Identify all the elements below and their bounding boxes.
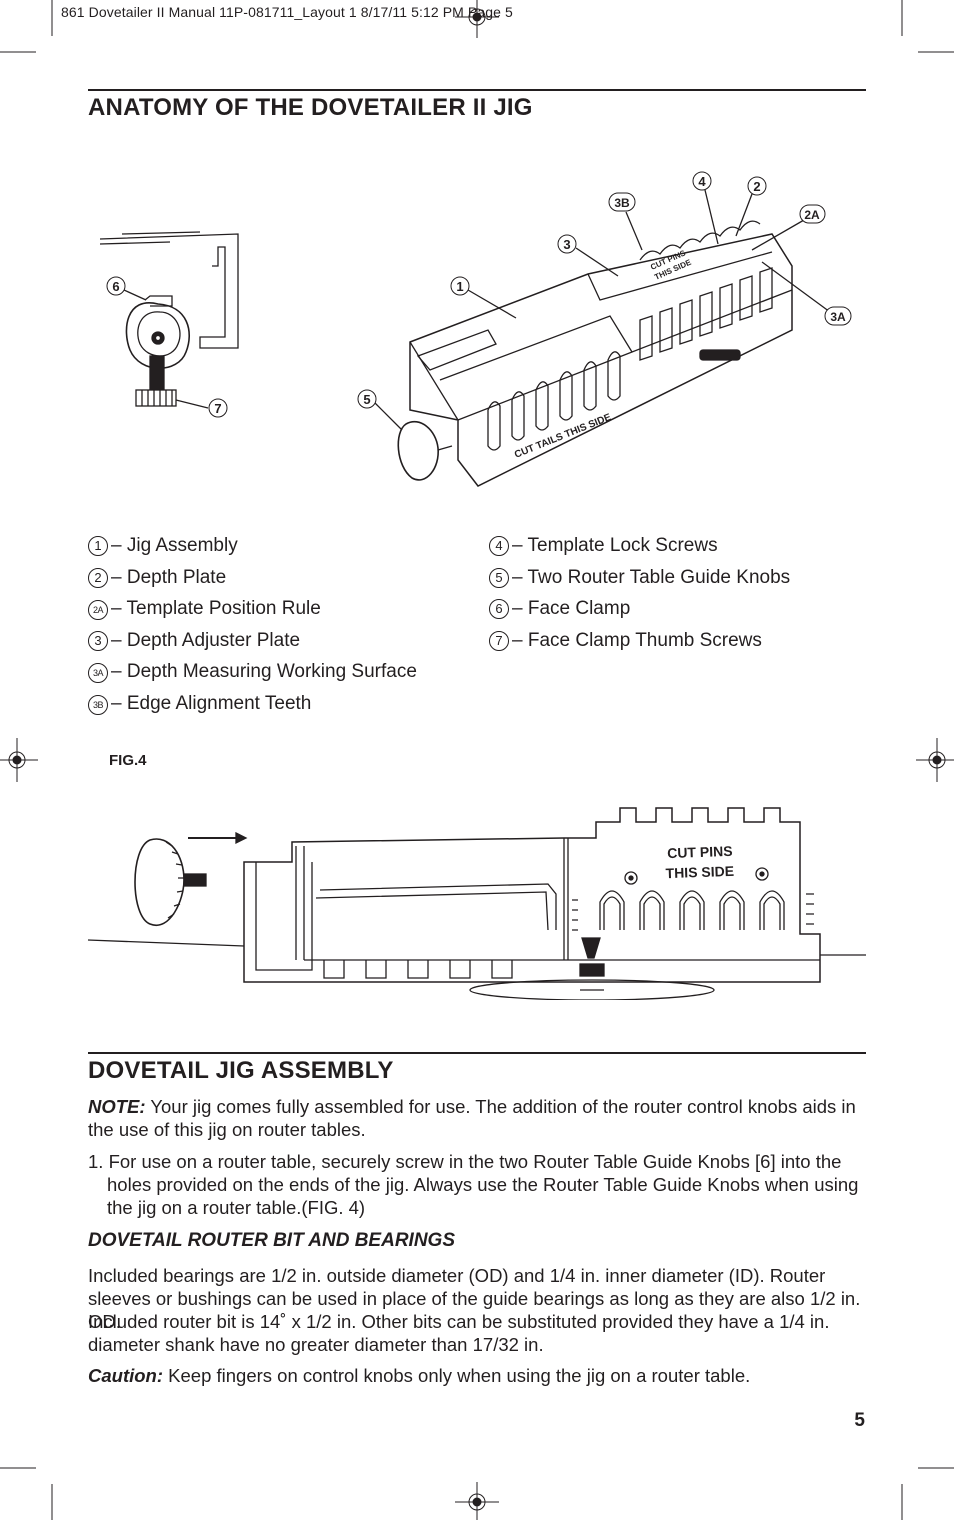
svg-text:4: 4 <box>698 174 706 189</box>
svg-text:6: 6 <box>112 279 119 294</box>
section-title-anatomy: ANATOMY OF THE DOVETAILER II JIG <box>88 94 533 121</box>
section-rule-assembly <box>88 1052 866 1054</box>
print-slug: 861 Dovetailer II Manual 11P-081711_Layo… <box>61 4 513 20</box>
callout-4: 4 <box>692 171 712 191</box>
figure-4-label: FIG.4 <box>109 752 147 769</box>
svg-text:2: 2 <box>753 179 760 194</box>
legend-item-7: 7– Face Clamp Thumb Screws <box>489 630 790 662</box>
legend-left: 1– Jig Assembly 2– Depth Plate 2A– Templ… <box>88 535 417 724</box>
callout-2: 2 <box>747 176 767 196</box>
legend-right: 4– Template Lock Screws 5– Two Router Ta… <box>489 535 790 661</box>
legend-item-4: 4– Template Lock Screws <box>489 535 790 567</box>
legend-item-3a: 3A– Depth Measuring Working Surface <box>88 661 417 693</box>
callout-3b: 3B <box>608 192 636 212</box>
caution-label: Caution: <box>88 1365 164 1386</box>
face-clamp-side-view <box>99 231 239 407</box>
figure-4-illustration: CUT PINS THIS SIDE <box>87 807 866 1000</box>
svg-text:3B: 3B <box>614 196 630 210</box>
legend-item-2a: 2A– Template Position Rule <box>88 598 417 630</box>
fig4-pins-label-2: THIS SIDE <box>665 863 734 881</box>
page-number: 5 <box>854 1410 865 1431</box>
registration-mark-left <box>0 738 38 782</box>
legend-item-3b: 3B– Edge Alignment Teeth <box>88 693 417 725</box>
callout-2a: 2A <box>799 204 826 224</box>
step-1: 1. For use on a router table, securely s… <box>88 1151 859 1218</box>
callout-3: 3 <box>557 234 577 254</box>
bearings-paragraph: Included bearings are 1/2 in. outside di… <box>88 1265 861 1332</box>
note-paragraph: NOTE: Your jig comes fully assembled for… <box>88 1095 868 1141</box>
registration-mark-right <box>916 738 954 782</box>
legend-item-6: 6– Face Clamp <box>489 598 790 630</box>
caution-paragraph: Caution: Keep fingers on control knobs o… <box>88 1364 868 1387</box>
callout-6: 6 <box>106 276 126 296</box>
router-bit-paragraph: Included router bit is 14˚ x 1/2 in. Oth… <box>88 1311 830 1355</box>
legend-item-1: 1– Jig Assembly <box>88 535 417 567</box>
svg-text:7: 7 <box>214 401 221 416</box>
svg-text:5: 5 <box>363 392 370 407</box>
registration-mark-bottom <box>455 1482 499 1520</box>
note-text: Your jig comes fully assembled for use. … <box>88 1096 856 1140</box>
legend-item-5: 5– Two Router Table Guide Knobs <box>489 567 790 599</box>
svg-text:1: 1 <box>456 279 463 294</box>
registration-mark-top <box>455 0 499 38</box>
legend-item-2: 2– Depth Plate <box>88 567 417 599</box>
section-title-assembly: DOVETAIL JIG ASSEMBLY <box>88 1057 394 1084</box>
jig-anatomy-illustration: 1 2 2A 3 3A 3B 4 5 6 7 CUT PINS THIS SID… <box>99 171 852 487</box>
section-rule-top <box>88 89 866 91</box>
callout-5: 5 <box>357 389 377 409</box>
subsection-title-router-bit: DOVETAIL ROUTER BIT AND BEARINGS <box>88 1230 455 1251</box>
callout-badges: 1 2 2A 3 3A 3B 4 5 6 7 <box>106 171 852 418</box>
note-label: NOTE: <box>88 1096 146 1117</box>
callout-3a: 3A <box>824 306 852 326</box>
callout-1: 1 <box>450 276 470 296</box>
svg-text:2A: 2A <box>804 208 820 222</box>
caution-text: Keep fingers on control knobs only when … <box>163 1365 751 1386</box>
svg-text:3: 3 <box>563 237 570 252</box>
legend-item-3: 3– Depth Adjuster Plate <box>88 630 417 662</box>
jig-isometric-view <box>397 220 793 487</box>
callout-7: 7 <box>208 398 228 418</box>
svg-text:3A: 3A <box>830 310 846 324</box>
fig4-pins-label-1: CUT PINS <box>667 843 733 861</box>
